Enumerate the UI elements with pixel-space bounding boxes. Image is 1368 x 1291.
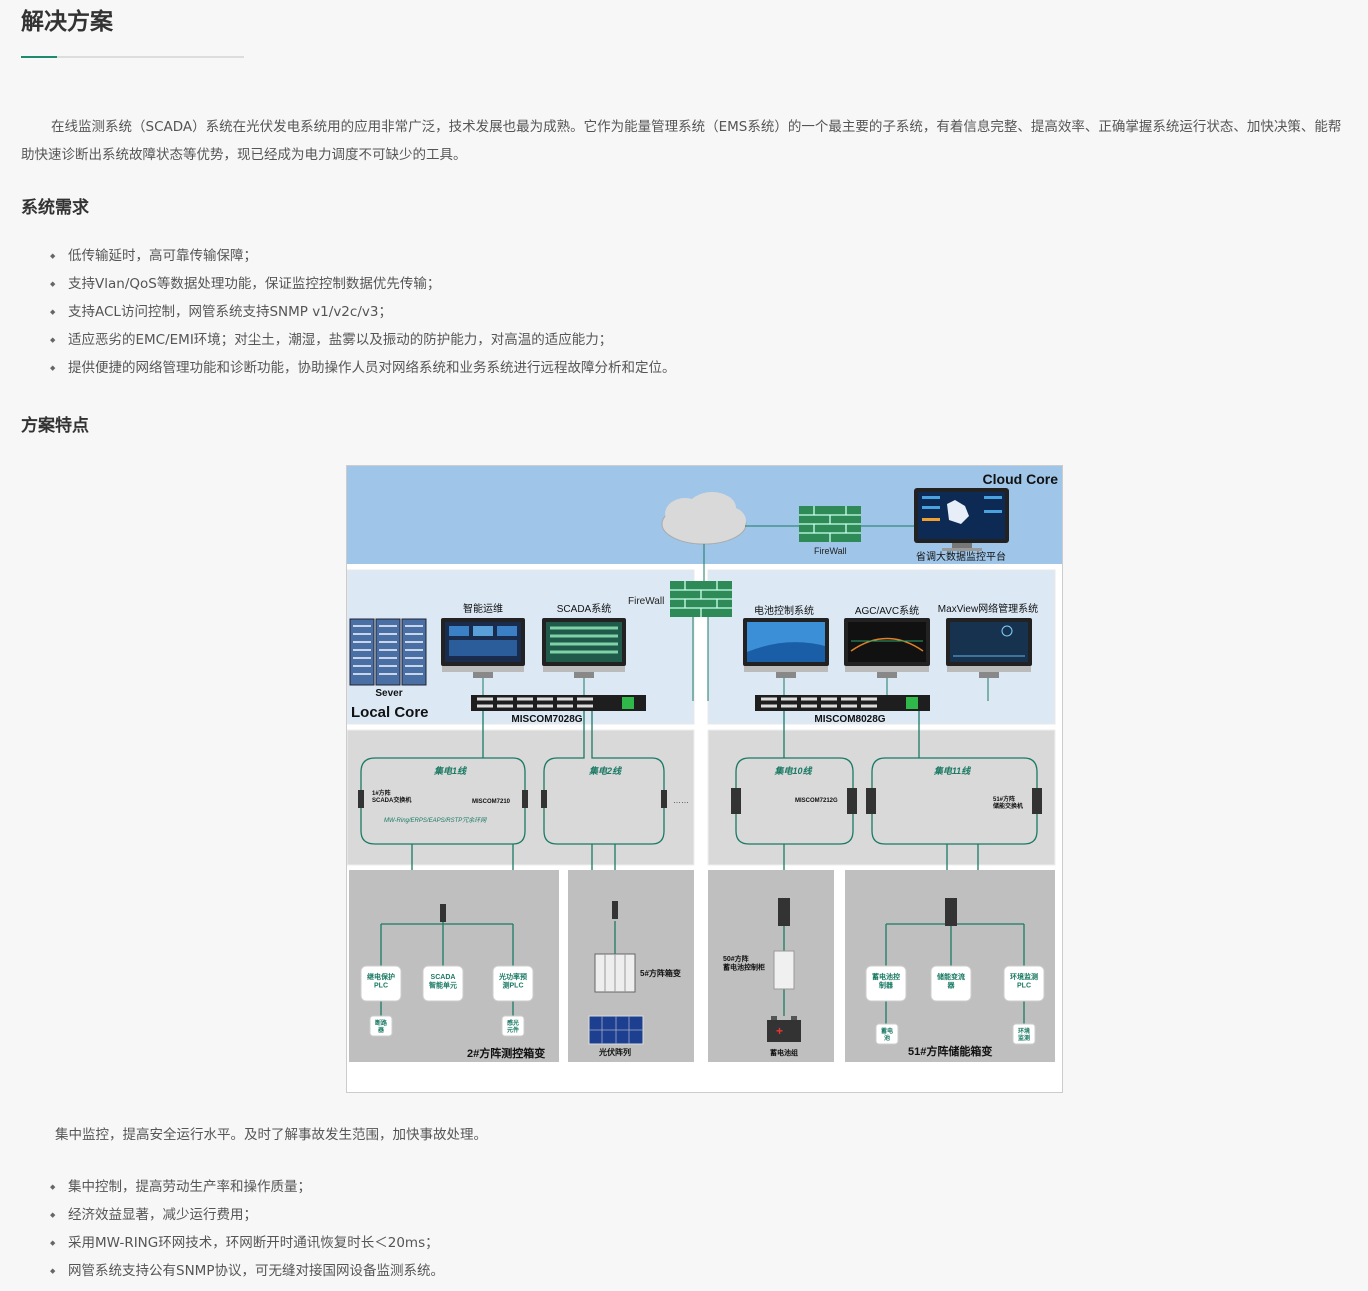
ring-switch-icons bbox=[358, 788, 1042, 814]
device-label: 感光元件 bbox=[507, 1019, 519, 1034]
monitor-scada: SCADA系统 bbox=[542, 602, 626, 678]
field-switch-icons bbox=[440, 898, 957, 926]
device-card-power-plc bbox=[492, 965, 534, 1002]
requirements-list: 低传输延时，高可靠传输保障； 支持Vlan/QoS等数据处理功能，保证监控控制数… bbox=[48, 242, 676, 382]
switch-label: MISCOM7028G bbox=[511, 714, 582, 725]
device-label: 蓄电池 bbox=[881, 1027, 893, 1042]
device-label: 储能变流器 bbox=[936, 972, 965, 989]
ring-device-label: 51#方阵储能交换机 bbox=[992, 795, 1023, 810]
device-card-sensor bbox=[501, 1015, 525, 1037]
cloud-core-label: Cloud Core bbox=[983, 471, 1059, 487]
monitor-label: AGC/AVC系统 bbox=[855, 604, 919, 617]
ring-label: 集电2线 bbox=[588, 766, 622, 776]
battery-icon: + bbox=[767, 1016, 801, 1042]
platform-label: 省调大数据监控平台 bbox=[916, 550, 1006, 563]
list-item: 网管系统支持公有SNMP协议，可无缝对接国网设备监测系统。 bbox=[48, 1257, 444, 1285]
title-divider bbox=[21, 56, 244, 58]
core-switch-right bbox=[755, 695, 930, 711]
device-label: 环境监测 bbox=[1018, 1027, 1030, 1042]
requirements-heading: 系统需求 bbox=[21, 198, 89, 218]
ring-device-label: MISCOM7210 bbox=[472, 799, 511, 805]
device-card-battery bbox=[875, 1023, 899, 1045]
page-title: 解决方案 bbox=[21, 9, 113, 35]
list-item: 支持Vlan/QoS等数据处理功能，保证监控控制数据优先传输； bbox=[48, 270, 676, 298]
list-item: 提供便捷的网络管理功能和诊断功能，协助操作人员对网络系统和业务系统进行远程故障分… bbox=[48, 354, 676, 382]
ring-label: 集电1线 bbox=[433, 766, 467, 776]
field-device-label: 光伏阵列 bbox=[598, 1047, 631, 1057]
device-card-env-plc bbox=[1003, 965, 1045, 1002]
device-label: 蓄电池控制器 bbox=[872, 972, 900, 989]
device-label: 光功率预测PLC bbox=[498, 972, 527, 989]
battery-cabinet-icon bbox=[773, 950, 795, 990]
switch-label: MISCOM8028G bbox=[814, 714, 885, 725]
monitor-label: 电池控制系统 bbox=[754, 604, 814, 617]
firewall-icon bbox=[799, 506, 861, 542]
solar-panel-icon bbox=[588, 1015, 644, 1045]
device-card-breaker bbox=[369, 1015, 393, 1037]
field-device-label: 蓄电池组 bbox=[770, 1048, 798, 1057]
device-label: 断路器 bbox=[375, 1019, 388, 1034]
device-card-relay-plc bbox=[360, 965, 402, 1002]
local-core-label: Local Core bbox=[351, 704, 429, 721]
svg-text:+: + bbox=[776, 1024, 783, 1038]
field-zone-label: 2#方阵测控箱变 bbox=[467, 1046, 545, 1060]
cloud-icon bbox=[661, 492, 747, 545]
list-item: 支持ACL访问控制，网管系统支持SNMP v1/v2c/v3； bbox=[48, 298, 676, 326]
device-card-scada-unit bbox=[422, 965, 464, 1002]
ring-more-label: …… bbox=[673, 796, 689, 805]
monitor-smart-ops: 智能运维 bbox=[441, 602, 525, 678]
monitor-maxview: MaxView网络管理系统 bbox=[938, 602, 1038, 678]
features-list: 集中控制，提高劳动生产率和操作质量； 经济效益显著，减少运行费用； 采用MW-R… bbox=[48, 1173, 444, 1285]
title-divider-accent bbox=[21, 56, 57, 58]
features-heading: 方案特点 bbox=[21, 416, 89, 436]
ring-label: 集电11线 bbox=[933, 766, 971, 776]
ring-label: 集电10线 bbox=[773, 766, 812, 776]
ring-zone-right bbox=[707, 729, 1056, 866]
firewall-label: FireWall bbox=[814, 546, 847, 556]
intro-paragraph: 在线监测系统（SCADA）系统在光伏发电系统用的应用非常广泛，技术发展也最为成熟… bbox=[21, 119, 1342, 163]
device-card-battery-ctrl bbox=[865, 965, 907, 1002]
list-item: 采用MW-RING环网技术，环网断开时通讯恢复时长＜20ms； bbox=[48, 1229, 444, 1257]
diagram-caption: 集中监控，提高安全运行水平。及时了解事故发生范围，加快事故处理。 bbox=[55, 1127, 487, 1143]
network-diagram: Cloud Core FireWall 省调大数据监控平台 FireWall bbox=[346, 465, 1063, 1093]
list-item: 集中控制，提高劳动生产率和操作质量； bbox=[48, 1173, 444, 1201]
list-item: 低传输延时，高可靠传输保障； bbox=[48, 242, 676, 270]
device-card-env-monitor bbox=[1012, 1023, 1036, 1045]
ring-protocol-label: MW-Ring/ERPS/EAPS/RSTP冗余环网 bbox=[384, 816, 487, 824]
transformer-box-icon bbox=[594, 953, 636, 993]
platform-monitor-icon bbox=[914, 488, 1009, 551]
monitor-label: MaxView网络管理系统 bbox=[938, 602, 1038, 615]
monitor-agc-avc: AGC/AVC系统 bbox=[844, 604, 930, 678]
monitor-label: 智能运维 bbox=[463, 602, 503, 615]
monitor-label: SCADA系统 bbox=[557, 602, 611, 615]
device-card-pcs bbox=[930, 965, 972, 1002]
field-device-label: 5#方阵箱变 bbox=[640, 968, 681, 978]
list-item: 经济效益显著，减少运行费用； bbox=[48, 1201, 444, 1229]
server-rack-icon bbox=[349, 618, 427, 686]
field-zone-label: 51#方阵储能箱变 bbox=[908, 1044, 992, 1058]
list-item: 适应恶劣的EMC/EMI环境；对尘土，潮湿，盐雾以及振动的防护能力，对高温的适应… bbox=[48, 326, 676, 354]
ring-device-label: MISCOM7212G bbox=[795, 798, 838, 804]
monitor-battery-control: 电池控制系统 bbox=[743, 604, 829, 678]
firewall-icon bbox=[670, 581, 732, 617]
core-switch-left bbox=[471, 695, 646, 711]
field-device-label: 50#方阵蓄电池控制柜 bbox=[723, 954, 765, 971]
firewall-label: FireWall bbox=[628, 596, 664, 607]
server-label: Sever bbox=[375, 688, 402, 699]
